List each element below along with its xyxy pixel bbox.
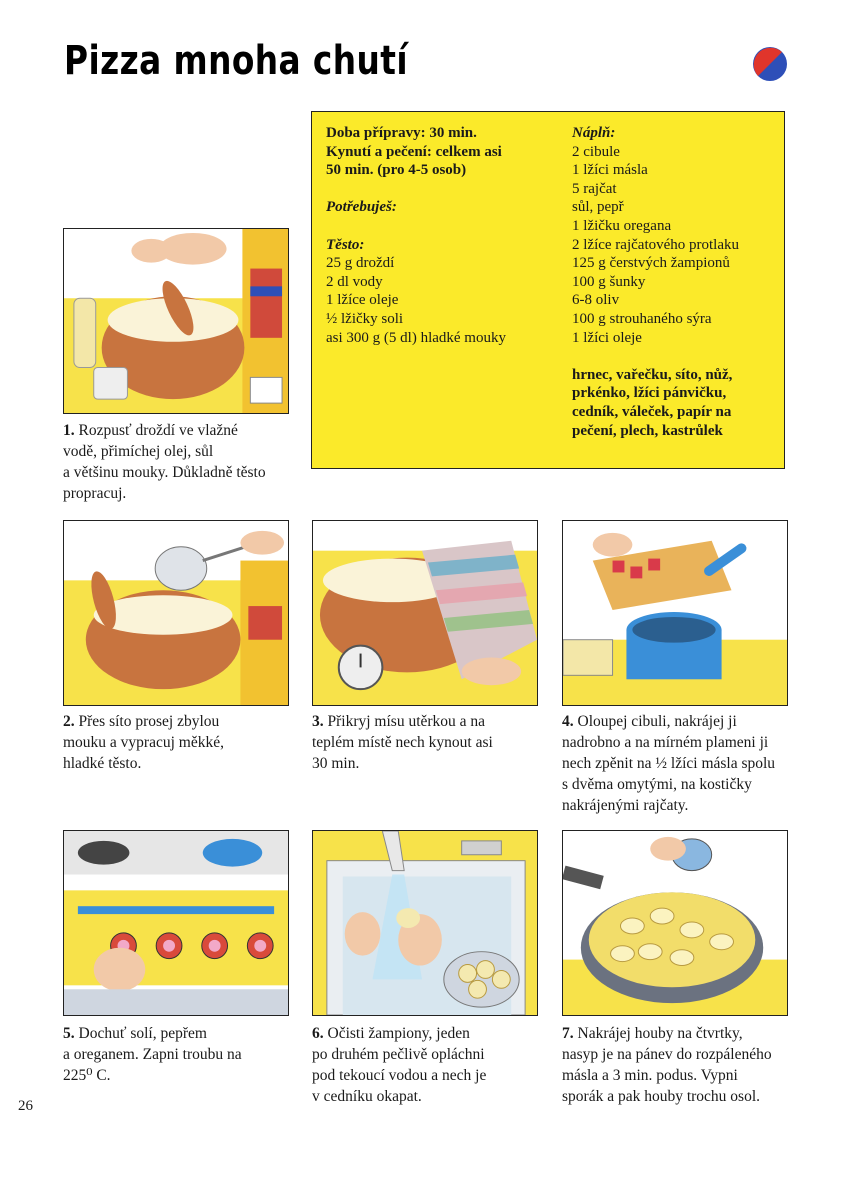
step-3-illustration [312, 520, 538, 706]
frying-pan-mushrooms-icon [563, 831, 787, 1015]
step-1-caption: 1. Rozpusť droždí ve vlažné vodě, přimíc… [63, 420, 303, 504]
step-text: propracuj. [63, 485, 127, 502]
dough-label: Těsto: [326, 236, 365, 253]
filling-item: sůl, pepř [572, 199, 624, 216]
sink-mushrooms-icon [313, 831, 537, 1015]
step-text: Očisti žampiony, jeden [327, 1025, 470, 1042]
step-text: Přikryj mísu utěrkou a na [327, 713, 486, 730]
step-6-caption: 6. Očisti žampiony, jeden po druhém pečl… [312, 1023, 552, 1107]
step-number: 1. [63, 422, 75, 439]
filling-item: 100 g strouhaného sýra [572, 310, 712, 327]
step-text: a většinu mouky. Důkladně těsto [63, 464, 266, 481]
step-text: Rozpusť droždí ve vlažné [78, 422, 238, 439]
towel-covered-bowl-icon [313, 521, 537, 705]
step-text: nadrobno a na mírném plameni ji [562, 734, 769, 751]
step-text: 30 min. [312, 755, 360, 772]
rise-time-line: Kynutí a pečení: celkem asi [326, 143, 502, 160]
tools-line: cedník, váleček, papír na [572, 403, 732, 420]
step-5-illustration [63, 830, 289, 1016]
info-left-column: Doba přípravy: 30 min. Kynutí a pečení: … [326, 124, 566, 347]
dough-item: ½ lžičky soli [326, 310, 404, 327]
step-text: sporák a pak houby trochu osol. [562, 1088, 761, 1105]
dough-item: 25 g droždí [326, 255, 395, 272]
step-6-illustration [312, 830, 538, 1016]
step-2-caption: 2. Přes síto prosej zbylou mouku a vypra… [63, 711, 303, 774]
mixing-bowl-icon [64, 229, 288, 413]
filling-item: 2 cibule [572, 143, 620, 160]
dough-item: 1 lžíce oleje [326, 292, 399, 309]
step-text: a oreganem. Zapni troubu na [63, 1046, 242, 1063]
filling-label: Náplň: [572, 125, 616, 141]
step-number: 6. [312, 1025, 324, 1042]
step-text: nakrájenými rajčaty. [562, 797, 689, 814]
tools-line: pečení, plech, kastrůlek [572, 422, 723, 439]
filling-item: 125 g čerstvých žampionů [572, 255, 730, 272]
filling-item: 6-8 oliv [572, 292, 620, 309]
step-text: nasyp je na pánev do rozpáleného [562, 1046, 772, 1063]
saucepan-tomatoes-icon [563, 521, 787, 705]
page-title: Pizza mnoha chutí [64, 38, 409, 84]
step-4-illustration [562, 520, 788, 706]
filling-item: 2 lžíce rajčatového protlaku [572, 236, 740, 253]
needs-label: Potřebuješ: [326, 199, 397, 216]
prep-time-line: Doba přípravy: 30 min. [326, 125, 477, 141]
oven-knobs-icon [64, 831, 288, 1015]
step-text: Nakrájej houby na čtvrtky, [577, 1025, 743, 1042]
step-number: 5. [63, 1025, 75, 1042]
step-text: Dochuť solí, pepřem [78, 1025, 207, 1042]
step-text: vodě, přimíchej olej, sůl [63, 443, 214, 460]
tools-line: hrnec, vařečku, síto, nůž, [572, 366, 733, 383]
step-1-illustration [63, 228, 289, 414]
step-number: 7. [562, 1025, 574, 1042]
servings-line: 50 min. (pro 4-5 osob) [326, 162, 467, 179]
difficulty-badge-icon [753, 47, 787, 81]
step-text: teplém místě nech kynout asi [312, 734, 493, 751]
step-5-caption: 5. Dochuť solí, pepřem a oreganem. Zapni… [63, 1023, 303, 1086]
step-text: Oloupej cibuli, nakrájej ji [577, 713, 737, 730]
step-2-illustration [63, 520, 289, 706]
sieve-bowl-icon [64, 521, 288, 705]
filling-item: 1 lžičku oregana [572, 217, 672, 234]
dough-item: asi 300 g (5 dl) hladké mouky [326, 329, 506, 346]
step-number: 3. [312, 713, 324, 730]
dough-item: 2 dl vody [326, 273, 383, 290]
step-text: nech zpěnit na ½ lžíci másla spolu [562, 755, 776, 772]
recipe-info-box: Doba přípravy: 30 min. Kynutí a pečení: … [311, 111, 785, 469]
step-text: mouku a vypracuj měkké, [63, 734, 224, 751]
page-number: 26 [18, 1098, 33, 1114]
info-right-column: Náplň: 2 cibule 1 lžíci másla 5 rajčat s… [572, 124, 782, 440]
filling-item: 1 lžíci oleje [572, 329, 642, 346]
step-number: 4. [562, 713, 574, 730]
step-number: 2. [63, 713, 75, 730]
tools-line: prkénko, lžíci pánvičku, [572, 385, 727, 402]
step-text: po druhém pečlivě opláchni [312, 1046, 485, 1063]
filling-item: 1 lžíci másla [572, 162, 648, 179]
step-4-caption: 4. Oloupej cibuli, nakrájej ji nadrobno … [562, 711, 822, 816]
step-7-caption: 7. Nakrájej houby na čtvrtky, nasyp je n… [562, 1023, 832, 1107]
step-7-illustration [562, 830, 788, 1016]
step-text: s dvěma omytými, na kostičky [562, 776, 752, 793]
step-3-caption: 3. Přikryj mísu utěrkou a na teplém míst… [312, 711, 552, 774]
filling-item: 5 rajčat [572, 180, 617, 197]
step-text: hladké těsto. [63, 755, 142, 772]
step-text: Přes síto prosej zbylou [78, 713, 220, 730]
step-text: 225⁰ C. [63, 1067, 111, 1084]
step-text: pod tekoucí vodou a nech je [312, 1067, 487, 1084]
step-text: másla a 3 min. podus. Vypni [562, 1067, 738, 1084]
filling-item: 100 g šunky [572, 273, 646, 290]
step-text: v cedníku okapat. [312, 1088, 422, 1105]
